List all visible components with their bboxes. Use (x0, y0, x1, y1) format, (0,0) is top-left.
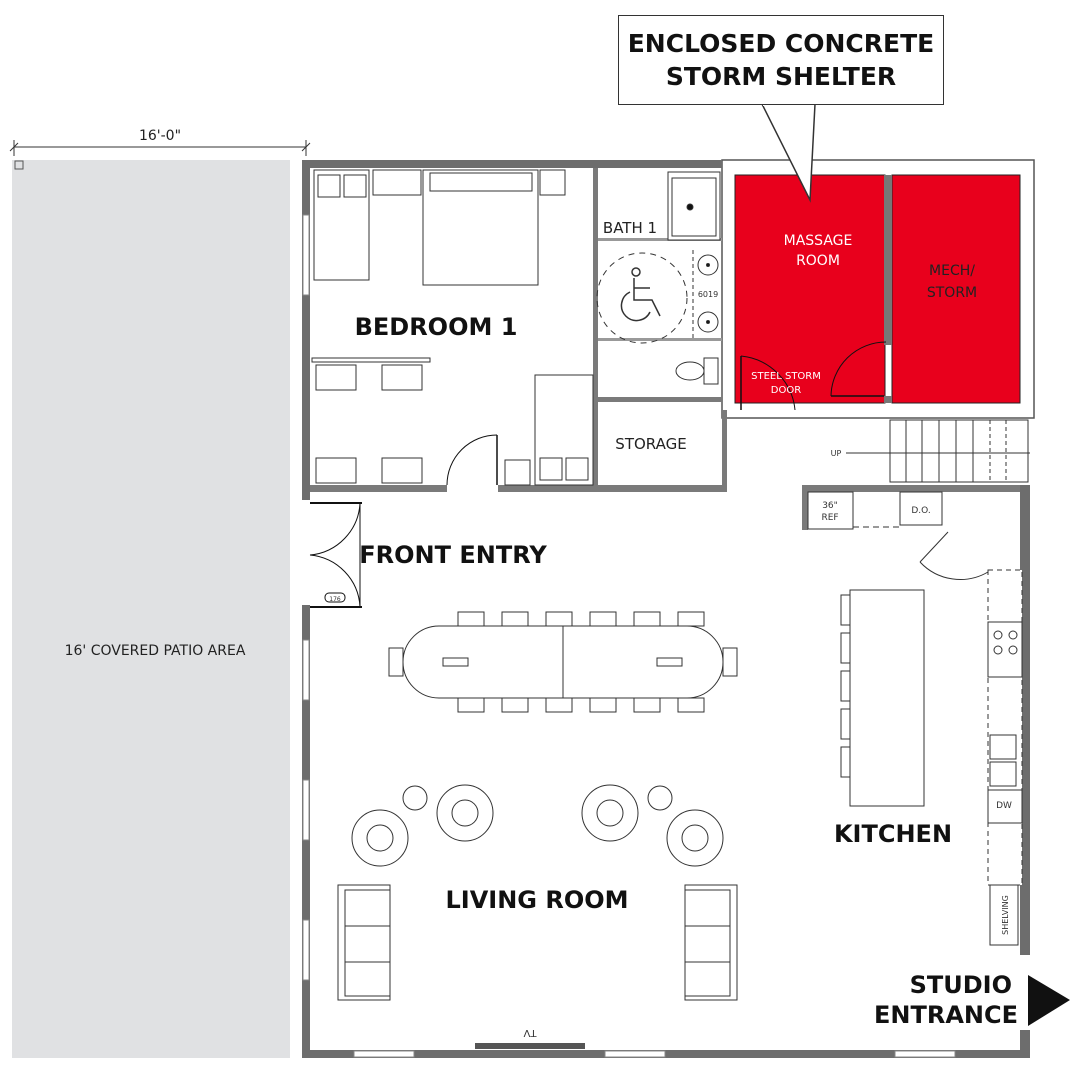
accessibility-icon (620, 267, 661, 322)
studio-label-2: ENTRANCE (874, 1001, 1018, 1029)
interior-walls (310, 168, 1020, 530)
bath-label: BATH 1 (603, 219, 657, 237)
kitchen-label: KITCHEN (834, 820, 952, 848)
window-tag: 6019 (698, 290, 718, 299)
sofas (337, 884, 738, 1001)
bath-fixtures (667, 171, 721, 385)
covered-patio (12, 160, 290, 1058)
storm-door-label-2: DOOR (771, 385, 801, 396)
turning-radius (596, 252, 688, 344)
massage-room (734, 174, 886, 404)
dimension-line: 16'-0" (9, 128, 311, 156)
entrance-arrow-icon (1028, 975, 1070, 1026)
ref-label-2: REF (821, 513, 838, 523)
dining-chairs (388, 611, 738, 713)
patio-label: 16' COVERED PATIO AREA (65, 643, 246, 659)
front-entry-doors (309, 502, 362, 608)
tv (475, 1043, 585, 1049)
stairs (846, 419, 1030, 483)
dining-chair (457, 611, 485, 627)
dining-chair (633, 611, 661, 627)
living-room-label: LIVING ROOM (445, 886, 628, 914)
dining-chair (457, 697, 485, 713)
dining-chair (677, 697, 705, 713)
massage-label-2: ROOM (796, 253, 840, 269)
studio-label-1: STUDIO (910, 971, 1012, 999)
door-tag: 176 (329, 596, 341, 603)
storm-shelter-callout: ENCLOSED CONCRETE STORM SHELTER (618, 15, 944, 105)
lounge-chairs (351, 784, 724, 867)
dining-chair (545, 611, 573, 627)
storm-door-swing (830, 341, 887, 397)
mech-label-1: MECH/ (929, 263, 975, 279)
dining-chair (388, 647, 404, 677)
dimension-label: 16'-0" (139, 128, 181, 144)
bedroom-label: BEDROOM 1 (355, 313, 518, 341)
bedroom-door-swing (446, 434, 498, 486)
stairs-up-label: UP (831, 449, 842, 458)
dining-chair (589, 697, 617, 713)
dining-chair (633, 697, 661, 713)
dishwasher-label: DW (996, 801, 1012, 811)
island-stools (840, 594, 851, 778)
steel-storm-door-swing (740, 355, 796, 411)
dining-chair (677, 611, 705, 627)
storm-door-label-1: STEEL STORM (751, 371, 821, 382)
tv-label: TV (523, 1027, 537, 1038)
dining-chair (589, 611, 617, 627)
dining-chair (501, 697, 529, 713)
storage-label: STORAGE (615, 435, 686, 453)
dining-chair (545, 697, 573, 713)
callout-line-1: ENCLOSED CONCRETE (627, 29, 935, 58)
kitchen-island (849, 589, 925, 807)
front-entry-label: FRONT ENTRY (359, 541, 547, 569)
kitchen-fixtures (807, 491, 1023, 946)
dining-table (402, 625, 724, 699)
shelving-label: SHELVING (1001, 895, 1010, 935)
dining-chair (722, 647, 738, 677)
mech-label-2: STORM (927, 285, 977, 301)
bedroom-furniture (311, 169, 594, 486)
double-oven-label: D.O. (911, 506, 930, 516)
callout-line-2: STORM SHELTER (665, 62, 897, 91)
ref-label-1: 36" (822, 501, 838, 511)
massage-label-1: MASSAGE (784, 233, 853, 249)
dining-chair (501, 611, 529, 627)
